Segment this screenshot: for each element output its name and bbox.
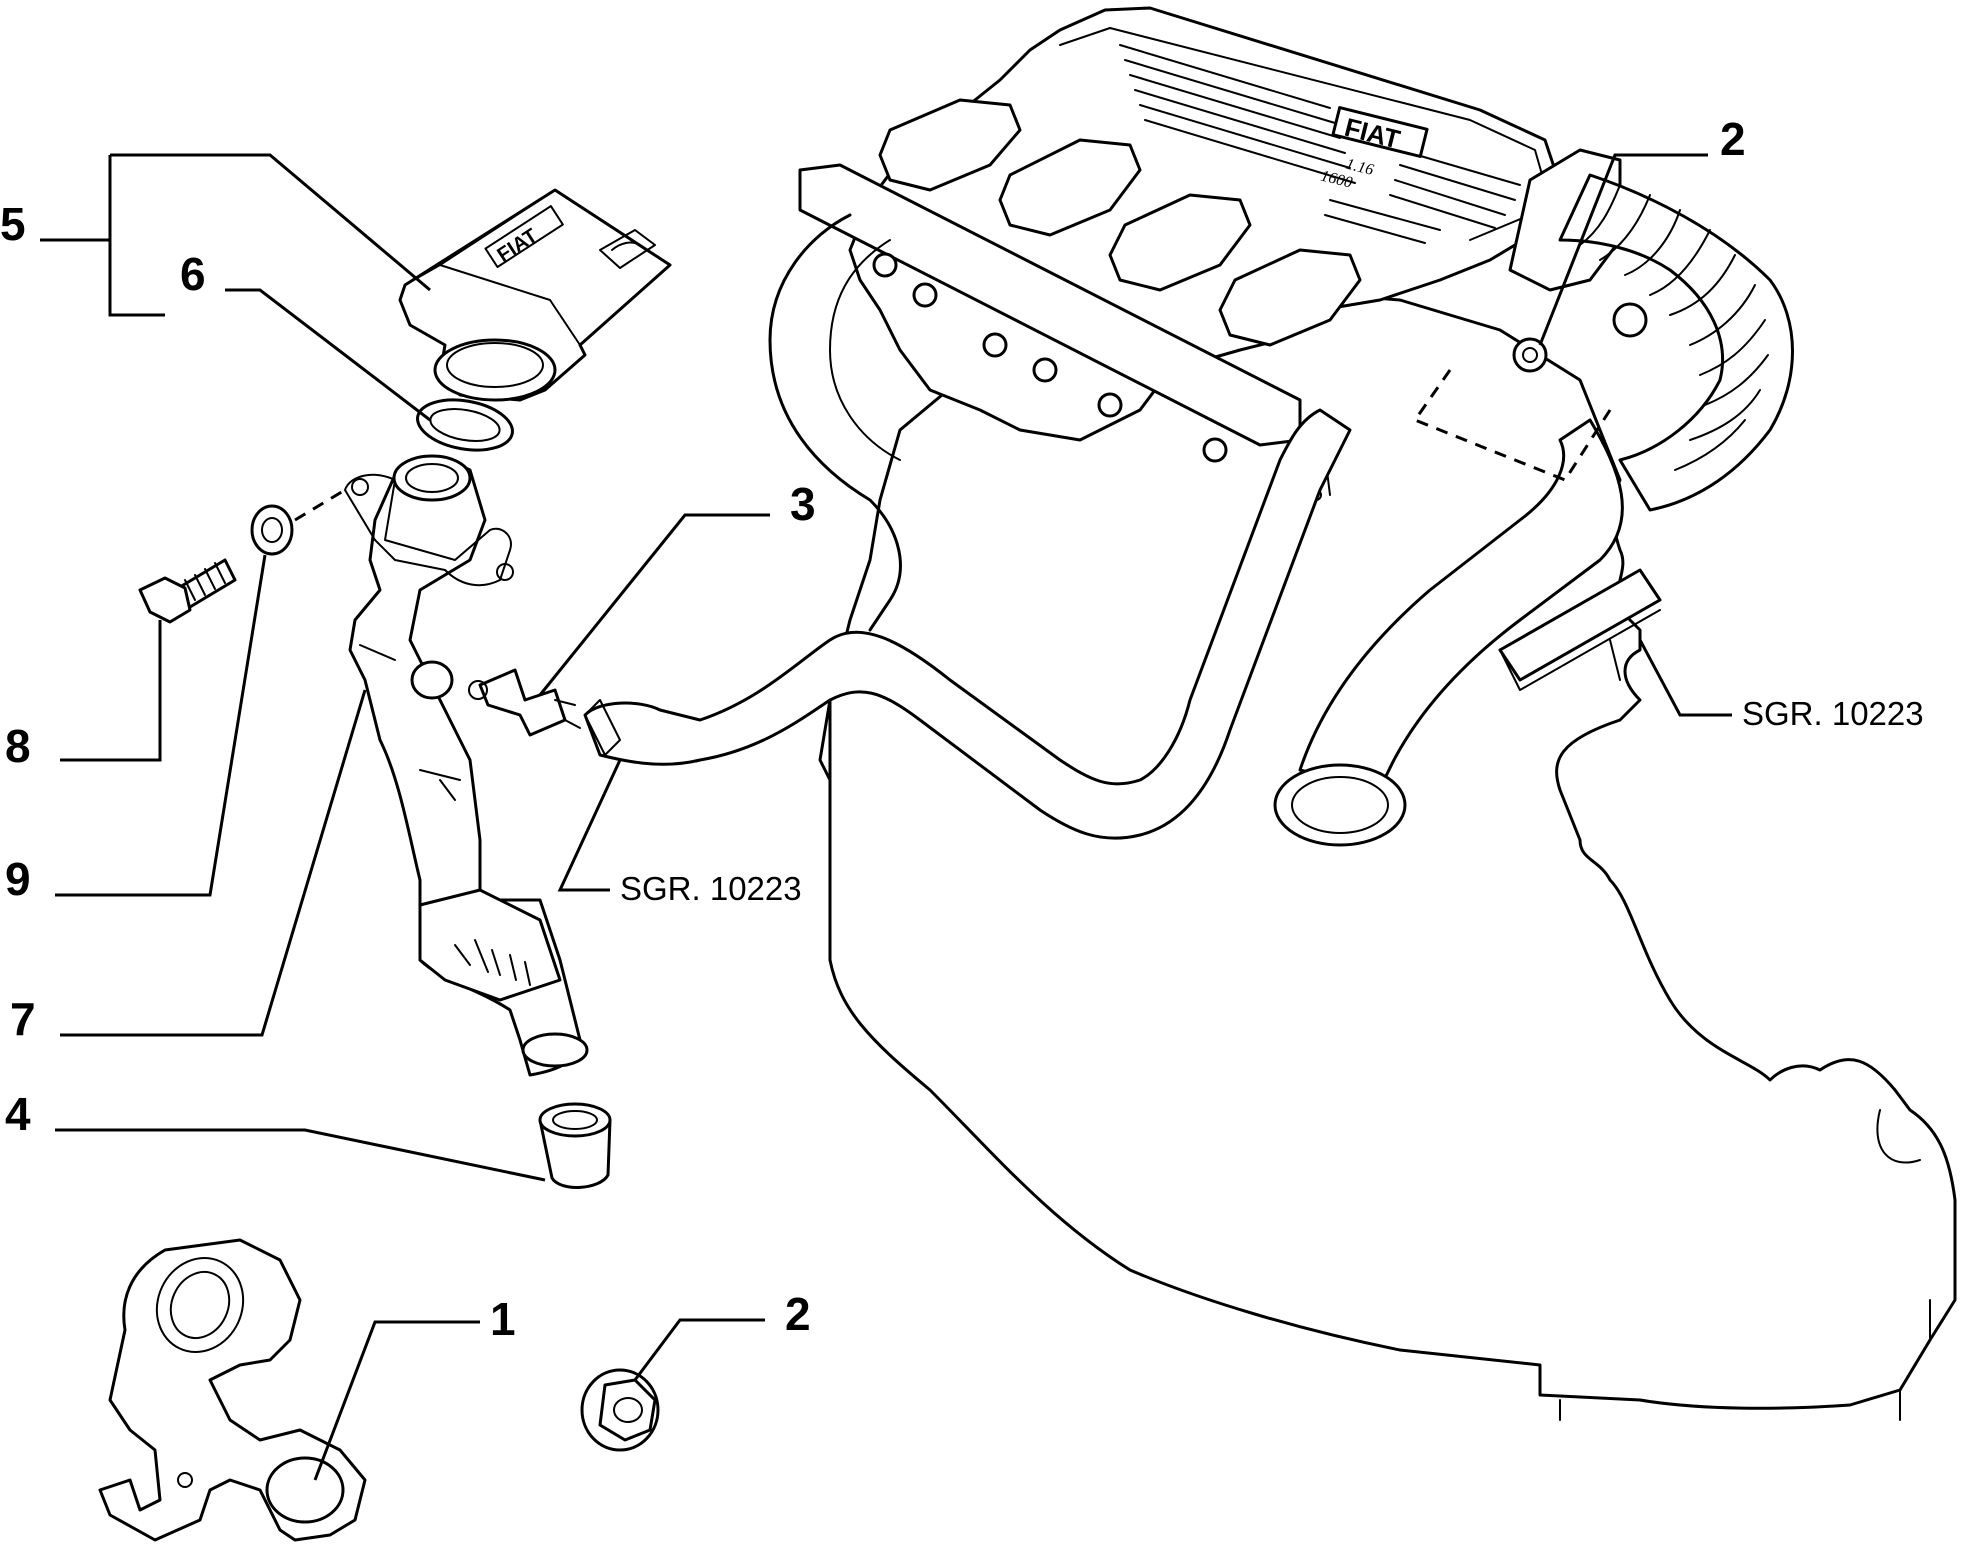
filler-pipe-side-lines — [359, 644, 461, 801]
breather-hose-clip — [584, 699, 621, 756]
fuel-injectors — [872, 252, 1331, 501]
air-intake-pipe — [1298, 418, 1624, 792]
callout-2-upper: 2 — [1720, 113, 1746, 165]
leader-7 — [60, 689, 367, 1037]
filler-pipe-outlet — [521, 1032, 589, 1068]
engine-harness-curve — [768, 213, 902, 632]
callout-4: 4 — [5, 1088, 31, 1140]
bracket-ring — [155, 1257, 245, 1353]
leader-sgr-bracket — [1638, 639, 1732, 717]
filler-pipe-hole-left — [351, 478, 369, 496]
leader-2-lower — [633, 1318, 765, 1381]
leader-6 — [225, 288, 431, 422]
filler-cap-top-edge — [404, 189, 581, 346]
intake-runners — [878, 98, 1362, 347]
part-1-bracket — [98, 1238, 367, 1542]
callout-3: 3 — [790, 478, 816, 530]
filler-pipe-mouth-inner — [405, 463, 459, 493]
leader-3 — [538, 513, 770, 696]
leader-2-upper — [1538, 153, 1708, 346]
engine-block-outline — [828, 288, 1957, 1410]
callout-1: 1 — [490, 1293, 516, 1345]
leader-4 — [55, 1128, 546, 1182]
filler-cap-neck — [433, 338, 557, 402]
leader-8 — [60, 620, 162, 762]
air-duct-corrugations — [1579, 184, 1769, 471]
callout-labels: 5 6 8 9 7 4 1 2 2 3 — [0, 113, 1746, 1345]
duct-bracket-edge — [1499, 609, 1661, 691]
leader-9 — [55, 554, 267, 897]
leader-lines — [40, 153, 1732, 1481]
callout-6: 6 — [180, 248, 206, 300]
bracket-hole — [177, 1472, 193, 1488]
filler-pipe-mouth — [392, 454, 472, 502]
leader-sgr-hose — [557, 759, 622, 892]
nut-location-dashed-outline — [1412, 369, 1612, 482]
filler-pipe-side-port — [410, 660, 454, 700]
callout-9: 9 — [5, 853, 31, 905]
engine-block-detail-lines — [1559, 639, 1931, 1421]
callout-7: 7 — [10, 993, 36, 1045]
sgr-reference-bracket: SGR. 10223 — [1742, 695, 1924, 732]
filler-cap-oil-can-symbol — [599, 229, 656, 269]
breather-hose — [583, 408, 1352, 840]
air-intake-pipe-end-inner — [1291, 776, 1389, 834]
part-4-grommet — [538, 1102, 612, 1189]
part-5-oil-filler-cap: FIAT — [398, 188, 672, 402]
valve-cover-logo-plate — [1331, 106, 1429, 158]
corrugated-air-duct — [1558, 173, 1794, 512]
engine-model-marking: 1.16 — [1344, 156, 1375, 179]
part-2-nut — [580, 1368, 660, 1452]
engine-mounted-nut — [1512, 337, 1548, 373]
bracket-ring-inner — [169, 1270, 231, 1340]
callout-5: 5 — [0, 198, 26, 250]
part-9-washer — [250, 504, 294, 556]
filler-cap-neck-inner — [446, 342, 544, 388]
part-8-bolt — [138, 558, 237, 624]
sgr-reference-hose: SGR. 10223 — [620, 870, 802, 907]
bolt-alignment-dashed-line — [294, 488, 346, 522]
bracket-clamp — [265, 1456, 345, 1524]
engine-block-left-flange — [818, 698, 832, 962]
leader-5 — [40, 153, 431, 317]
filler-pipe-flange — [344, 473, 512, 587]
part-7-filler-pipe — [344, 454, 589, 1077]
callout-8: 8 — [5, 720, 31, 772]
engine-assembly: FIAT 1.16 1600 — [583, 6, 1957, 1421]
filler-cap-logo-plate — [484, 205, 564, 269]
part-6-seal-ring — [416, 398, 514, 452]
filler-pipe-hole-right — [496, 563, 514, 581]
throttle-fitting — [1612, 302, 1648, 338]
valve-cover-ribs — [1119, 44, 1521, 244]
filler-pipe-lower-bracket — [418, 888, 562, 1002]
filler-pipe-bracket-marking — [454, 939, 531, 986]
callout-2-lower: 2 — [785, 1288, 811, 1340]
engine-harness-curve-inner — [829, 239, 901, 461]
part-3-valve — [468, 668, 581, 737]
leader-1 — [313, 1320, 480, 1481]
duct-bracket — [1498, 568, 1662, 682]
